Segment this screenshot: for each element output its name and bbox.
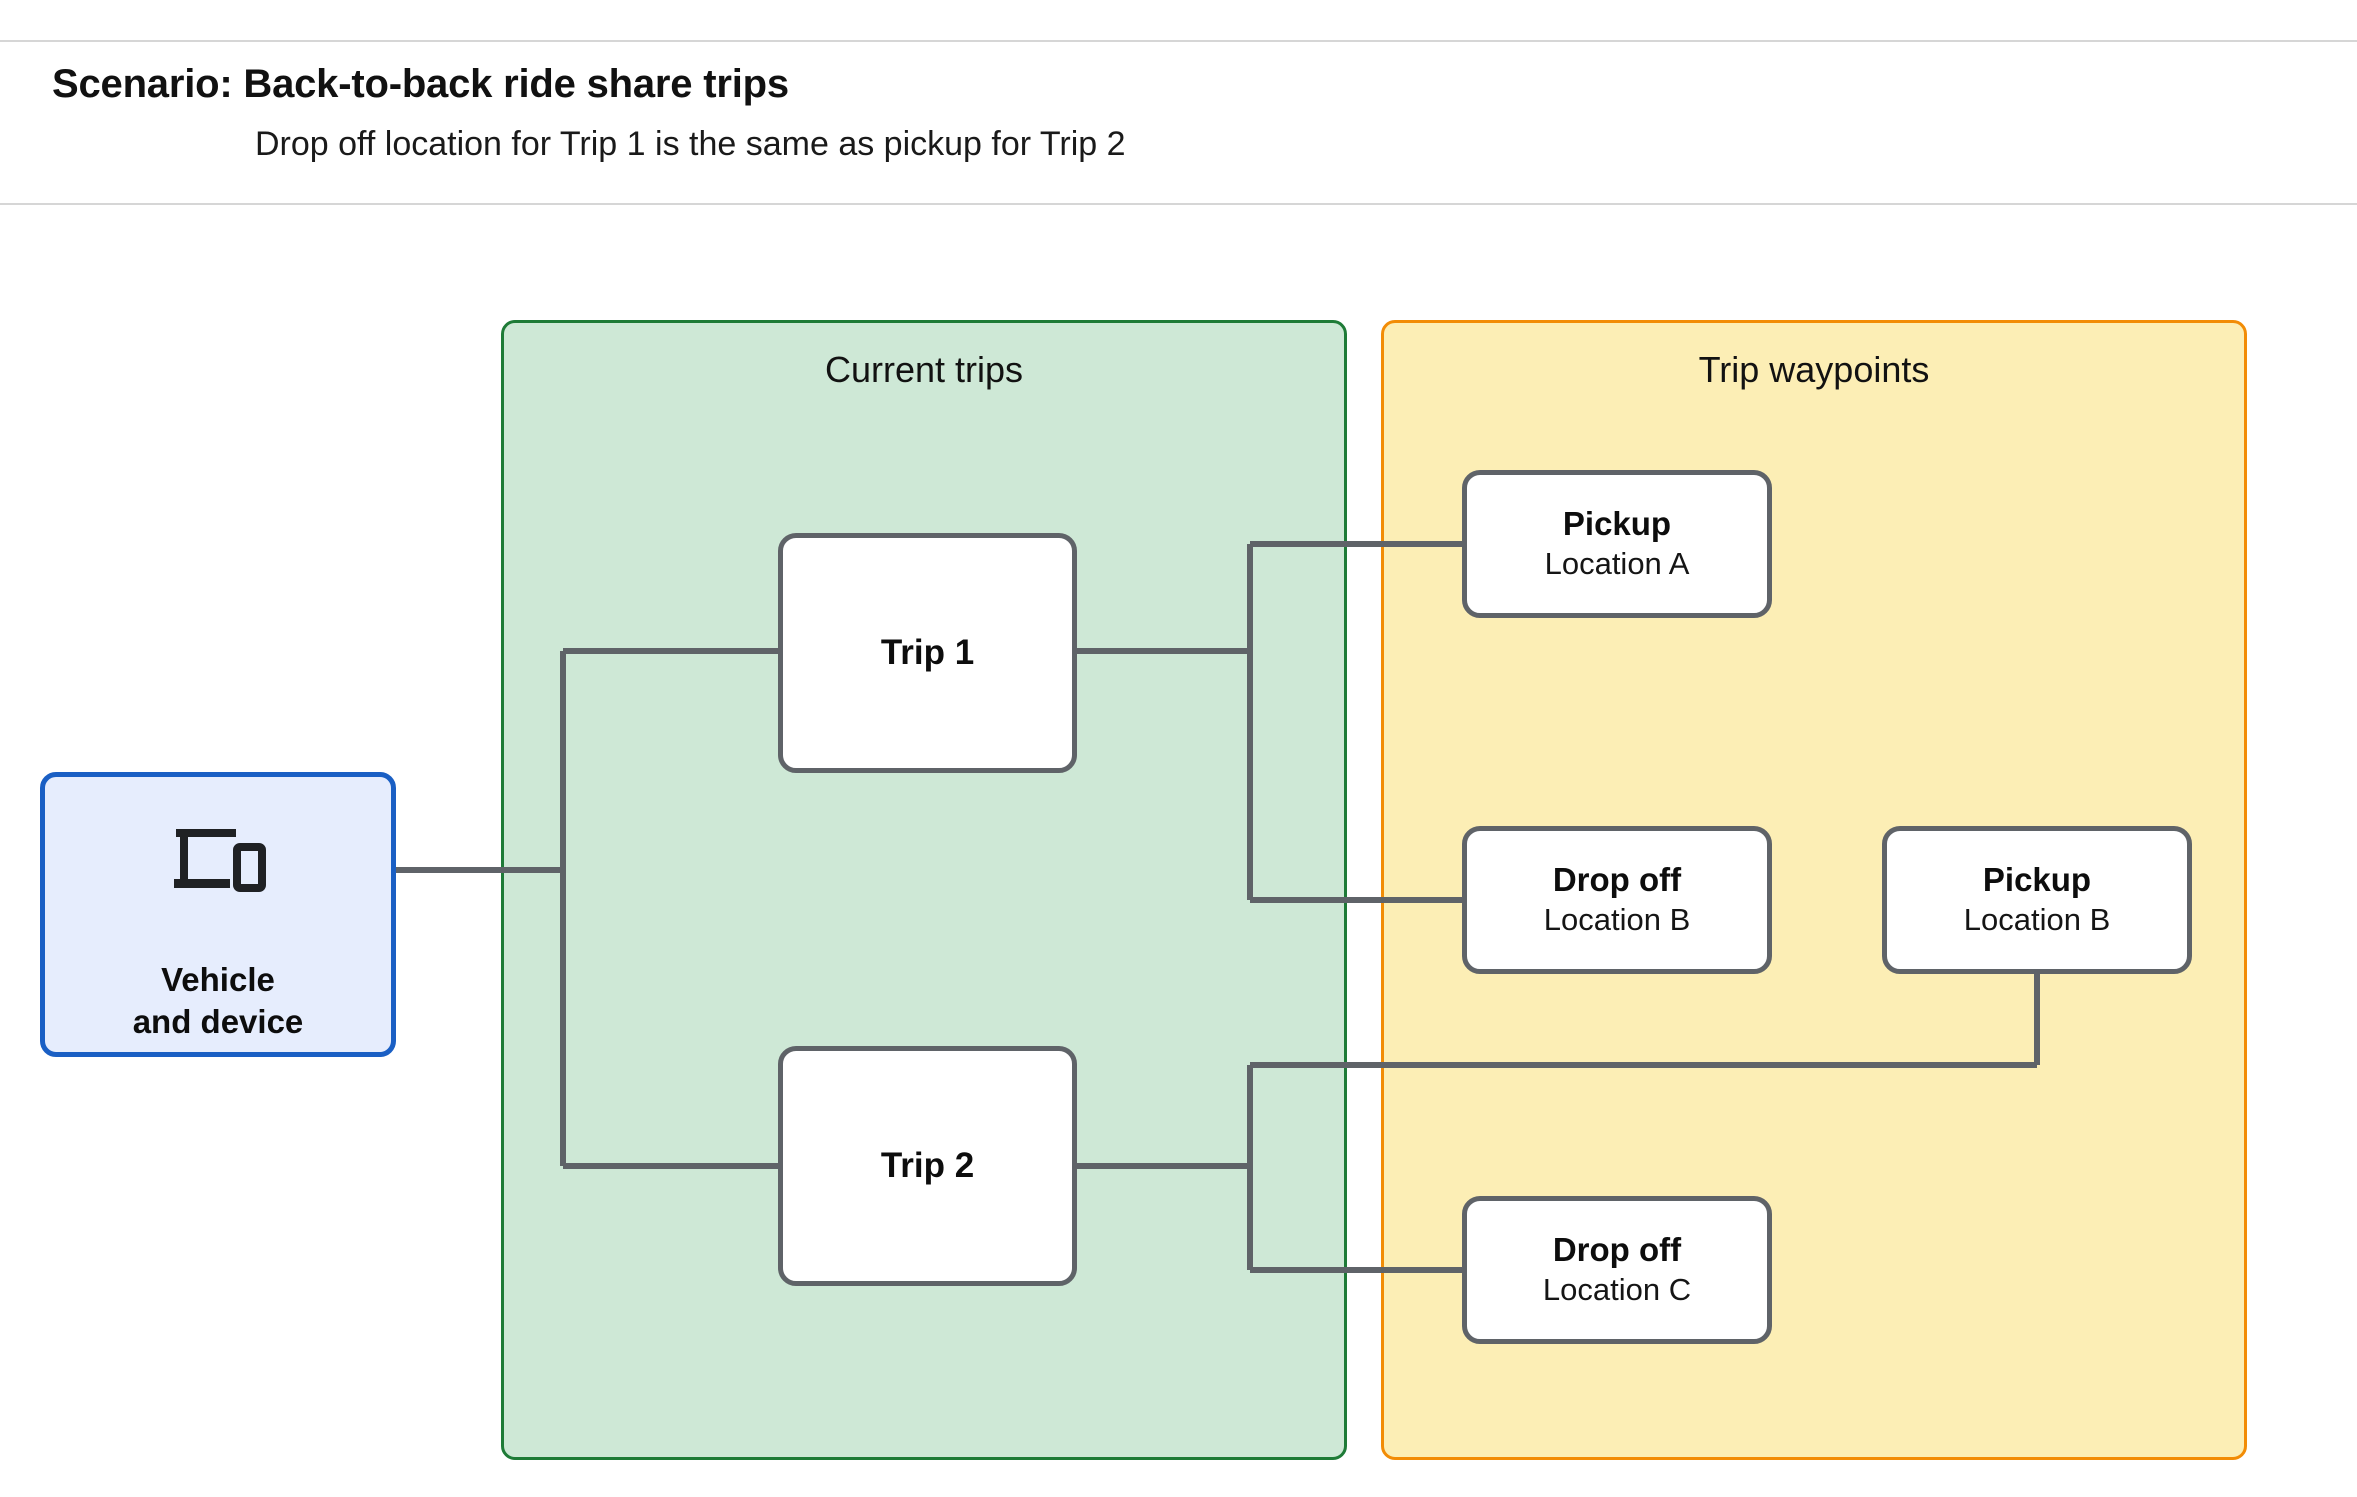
node-trip-2-label: Trip 2 — [880, 1145, 975, 1185]
node-waypoint-dropoff-c[interactable]: Drop off Location C — [1462, 1196, 1772, 1344]
node-waypoint-pickup-a[interactable]: Pickup Location A — [1462, 470, 1772, 618]
node-waypoint-dropoff-b-title: Drop off — [1552, 861, 1682, 899]
page-subtitle: Drop off location for Trip 1 is the same… — [255, 125, 1126, 163]
node-waypoint-pickup-a-title: Pickup — [1562, 505, 1672, 543]
node-waypoint-dropoff-b-location: Location B — [1543, 902, 1691, 938]
header-divider-top — [0, 40, 2357, 42]
panel-trip-waypoints-title: Trip waypoints — [1698, 349, 1930, 390]
devices-icon — [170, 825, 266, 901]
panel-current-trips-title: Current trips — [824, 349, 1024, 390]
panel-current-trips: Current trips — [501, 320, 1347, 1460]
node-waypoint-pickup-b[interactable]: Pickup Location B — [1882, 826, 2192, 974]
node-trip-1[interactable]: Trip 1 — [778, 533, 1077, 773]
node-vehicle-label: Vehicle and device — [133, 959, 304, 1043]
node-trip-2[interactable]: Trip 2 — [778, 1046, 1077, 1286]
node-waypoint-pickup-b-title: Pickup — [1982, 861, 2092, 899]
node-trip-1-label: Trip 1 — [880, 632, 975, 672]
node-vehicle-label-line2: and device — [132, 1003, 304, 1041]
node-waypoint-pickup-b-location: Location B — [1963, 902, 2111, 938]
node-waypoint-dropoff-b[interactable]: Drop off Location B — [1462, 826, 1772, 974]
node-vehicle-and-device[interactable]: Vehicle and device — [40, 772, 396, 1057]
header-divider-bottom — [0, 203, 2357, 205]
node-waypoint-dropoff-c-location: Location C — [1542, 1272, 1692, 1308]
node-waypoint-dropoff-c-title: Drop off — [1552, 1231, 1682, 1269]
node-waypoint-pickup-a-location: Location A — [1544, 546, 1690, 582]
page-title: Scenario: Back-to-back ride share trips — [52, 62, 789, 106]
node-vehicle-label-line1: Vehicle — [161, 961, 275, 998]
